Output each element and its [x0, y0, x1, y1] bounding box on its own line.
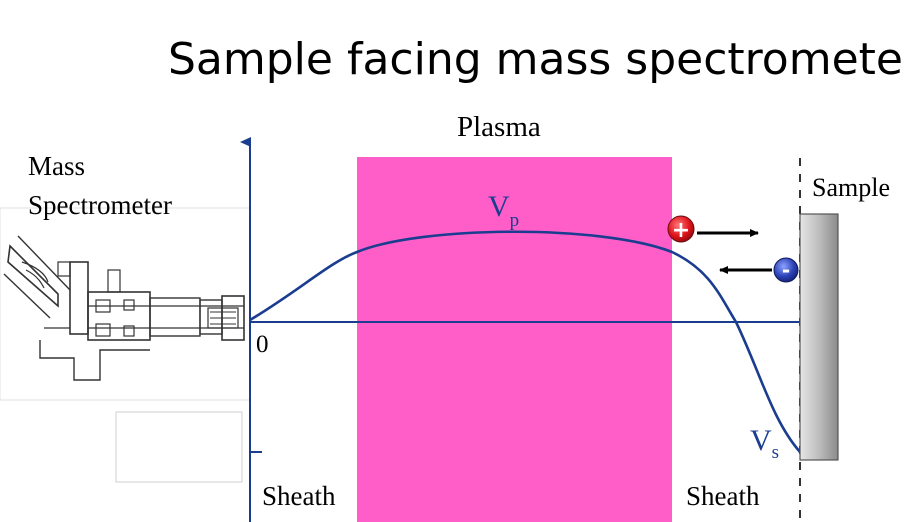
potential-curve: [249, 230, 801, 453]
mass-spectrometer-drawing: [0, 207, 251, 401]
sheath-left-label: Sheath: [262, 481, 336, 511]
svg-text:+: +: [672, 218, 690, 243]
sample-label: Sample: [812, 173, 890, 202]
vp-label: Vp: [488, 190, 519, 231]
vs-label: Vs: [750, 424, 779, 463]
positive-ion-icon: +: [667, 215, 695, 243]
mass-spectrometer-label-line1: Mass: [28, 151, 85, 181]
page-title: Sample facing mass spectrometer: [168, 34, 904, 85]
electron-icon: -: [773, 257, 799, 283]
sheath-right-label: Sheath: [686, 481, 760, 511]
zero-label: 0: [256, 331, 269, 358]
sample-plate: [799, 213, 839, 461]
mass-spectrometer-label-line2: Spectrometer: [28, 190, 172, 220]
plasma-region: [357, 157, 672, 522]
plasma-label: Plasma: [457, 111, 541, 143]
svg-text:-: -: [782, 258, 790, 282]
empty-box: [115, 411, 243, 483]
